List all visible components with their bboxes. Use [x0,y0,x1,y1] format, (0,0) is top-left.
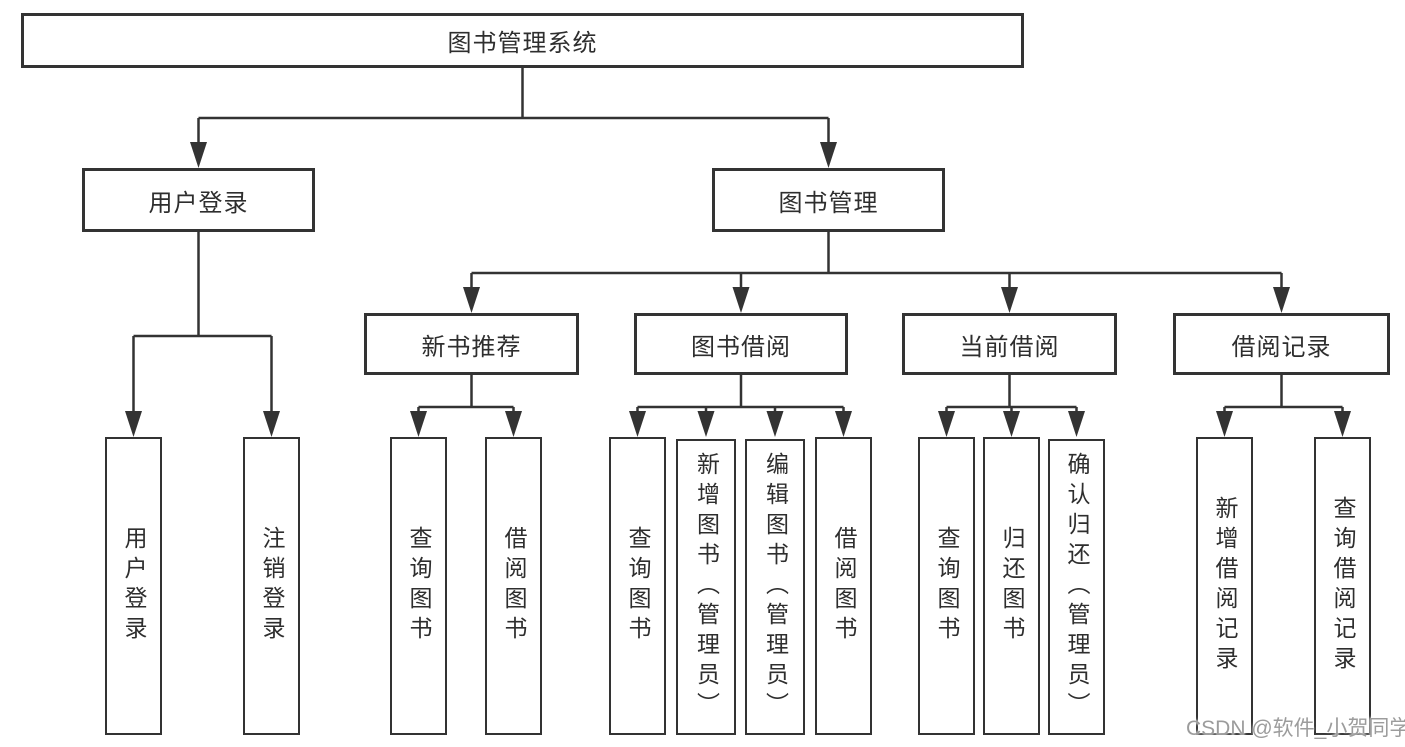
leaf-query-book-current-label: 查询图书 [934,526,960,646]
leaf-confirm-return-admin: 确认归还（管理员） [1048,439,1105,735]
leaf-add-borrow-record-label: 新增借阅记录 [1212,496,1238,676]
leaf-return-book-label: 归还图书 [999,526,1025,646]
csdn-watermark: CSDN @软件_小贺同学 [1186,717,1405,740]
node-current-borrow-label: 当前借阅 [959,333,1060,361]
node-book-borrow: 图书借阅 [634,313,848,375]
leaf-query-book-current: 查询图书 [918,437,975,735]
leaf-edit-book-admin-label: 编辑图书（管理员） [762,452,789,722]
connector-book-management-children [463,232,1290,313]
node-new-book-recommend-label: 新书推荐 [421,333,522,361]
leaf-borrow-book-borrow-label: 借阅图书 [831,526,857,646]
leaf-query-borrow-record-label: 查询借阅记录 [1330,496,1356,676]
node-user-login: 用户登录 [82,168,315,232]
connector-book-borrow-children [629,375,852,437]
leaf-borrow-book-recommend: 借阅图书 [485,437,542,735]
connector-borrow-records-children [1216,375,1351,437]
node-book-borrow-label: 图书借阅 [691,333,791,361]
node-root-label: 图书管理系统 [447,30,598,57]
node-user-login-label: 用户登录 [148,189,249,217]
leaf-logout-label: 注销登录 [259,526,285,646]
leaf-query-book-borrow-label: 查询图书 [625,526,651,646]
connector-root-to-level2 [190,68,837,168]
node-borrow-records: 借阅记录 [1173,313,1390,375]
connector-new-book-recommend-children [410,375,522,437]
leaf-query-book-recommend-label: 查询图书 [406,526,432,646]
leaf-return-book: 归还图书 [983,437,1040,735]
node-borrow-records-label: 借阅记录 [1231,333,1332,361]
node-new-book-recommend: 新书推荐 [364,313,579,375]
node-current-borrow: 当前借阅 [902,313,1117,375]
leaf-edit-book-admin: 编辑图书（管理员） [745,439,805,735]
leaf-query-borrow-record: 查询借阅记录 [1314,437,1371,735]
leaf-borrow-book-recommend-label: 借阅图书 [501,526,527,646]
leaf-query-book-borrow: 查询图书 [609,437,666,735]
leaf-add-book-admin: 新增图书（管理员） [676,439,736,735]
leaf-borrow-book-borrow: 借阅图书 [815,437,872,735]
leaf-add-borrow-record: 新增借阅记录 [1196,437,1253,735]
leaf-query-book-recommend: 查询图书 [390,437,447,735]
node-book-management: 图书管理 [712,168,945,232]
connector-current-borrow-children [938,375,1085,437]
leaf-user-login-label: 用户登录 [121,526,147,646]
node-book-management-label: 图书管理 [778,189,879,217]
leaf-confirm-return-admin-label: 确认归还（管理员） [1064,452,1090,722]
node-root: 图书管理系统 [21,13,1024,68]
connector-user-login-children [125,232,280,437]
leaf-logout: 注销登录 [243,437,300,735]
leaf-add-book-admin-label: 新增图书（管理员） [693,452,720,722]
leaf-user-login: 用户登录 [105,437,162,735]
